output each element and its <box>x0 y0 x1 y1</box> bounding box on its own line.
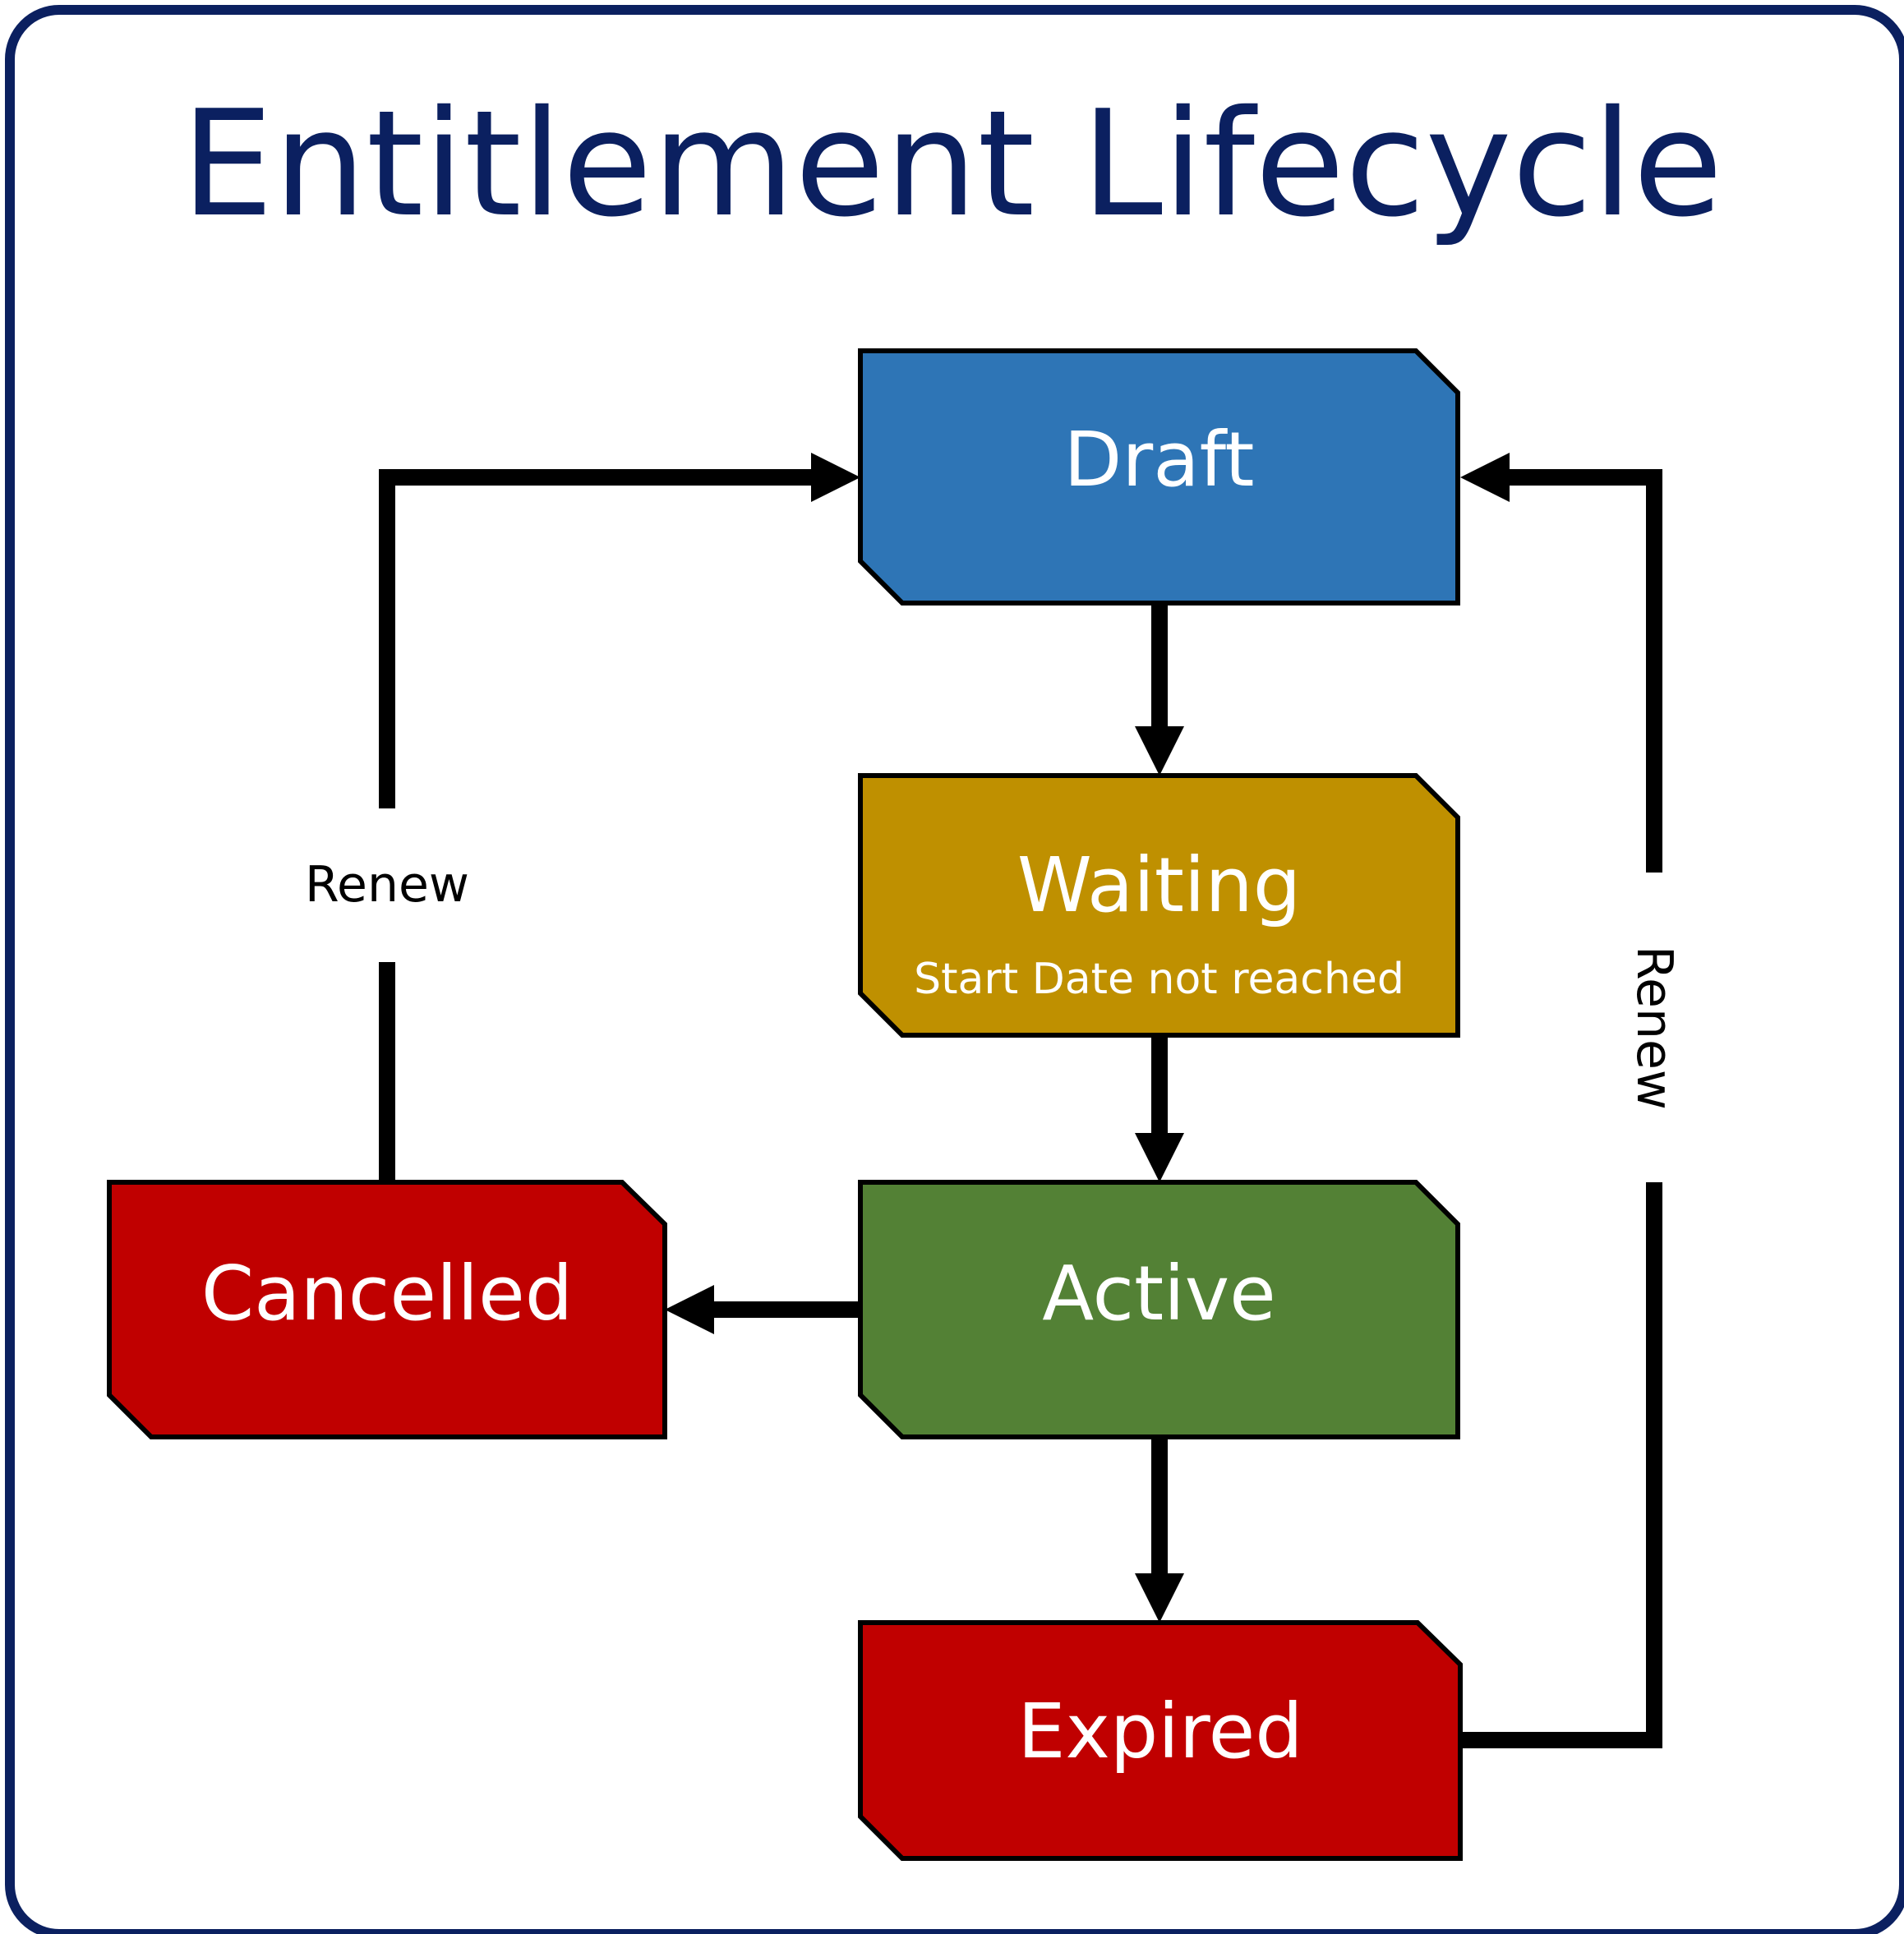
transition-label-renew-right: Renew <box>1625 946 1683 1110</box>
arrow-draft-to-waiting <box>1135 603 1184 776</box>
arrow-expired-to-draft <box>1460 453 1662 1748</box>
state-expired-label: Expired <box>1017 1688 1303 1775</box>
state-expired-box <box>858 1620 1463 1861</box>
state-cancelled-box <box>107 1180 667 1439</box>
state-active-box <box>858 1180 1460 1439</box>
arrow-active-to-expired <box>1135 1437 1184 1623</box>
diagram-frame <box>5 5 1904 1934</box>
transition-label-renew-left: Renew <box>305 856 469 914</box>
state-waiting-box <box>858 773 1460 1038</box>
state-waiting-sublabel: Start Date not reached <box>914 955 1404 1004</box>
arrow-active-to-cancelled <box>665 1285 860 1334</box>
arrow-waiting-to-active <box>1135 1035 1184 1182</box>
state-active-label: Active <box>1042 1250 1276 1338</box>
arrow-cancelled-to-draft <box>379 453 860 1182</box>
state-waiting-label: Waiting <box>1017 841 1302 929</box>
state-cancelled-label: Cancelled <box>201 1250 574 1338</box>
state-draft-box <box>858 348 1460 606</box>
diagram-title: Entitlement Lifecycle <box>181 79 1723 249</box>
state-draft-label: Draft <box>1063 416 1255 504</box>
